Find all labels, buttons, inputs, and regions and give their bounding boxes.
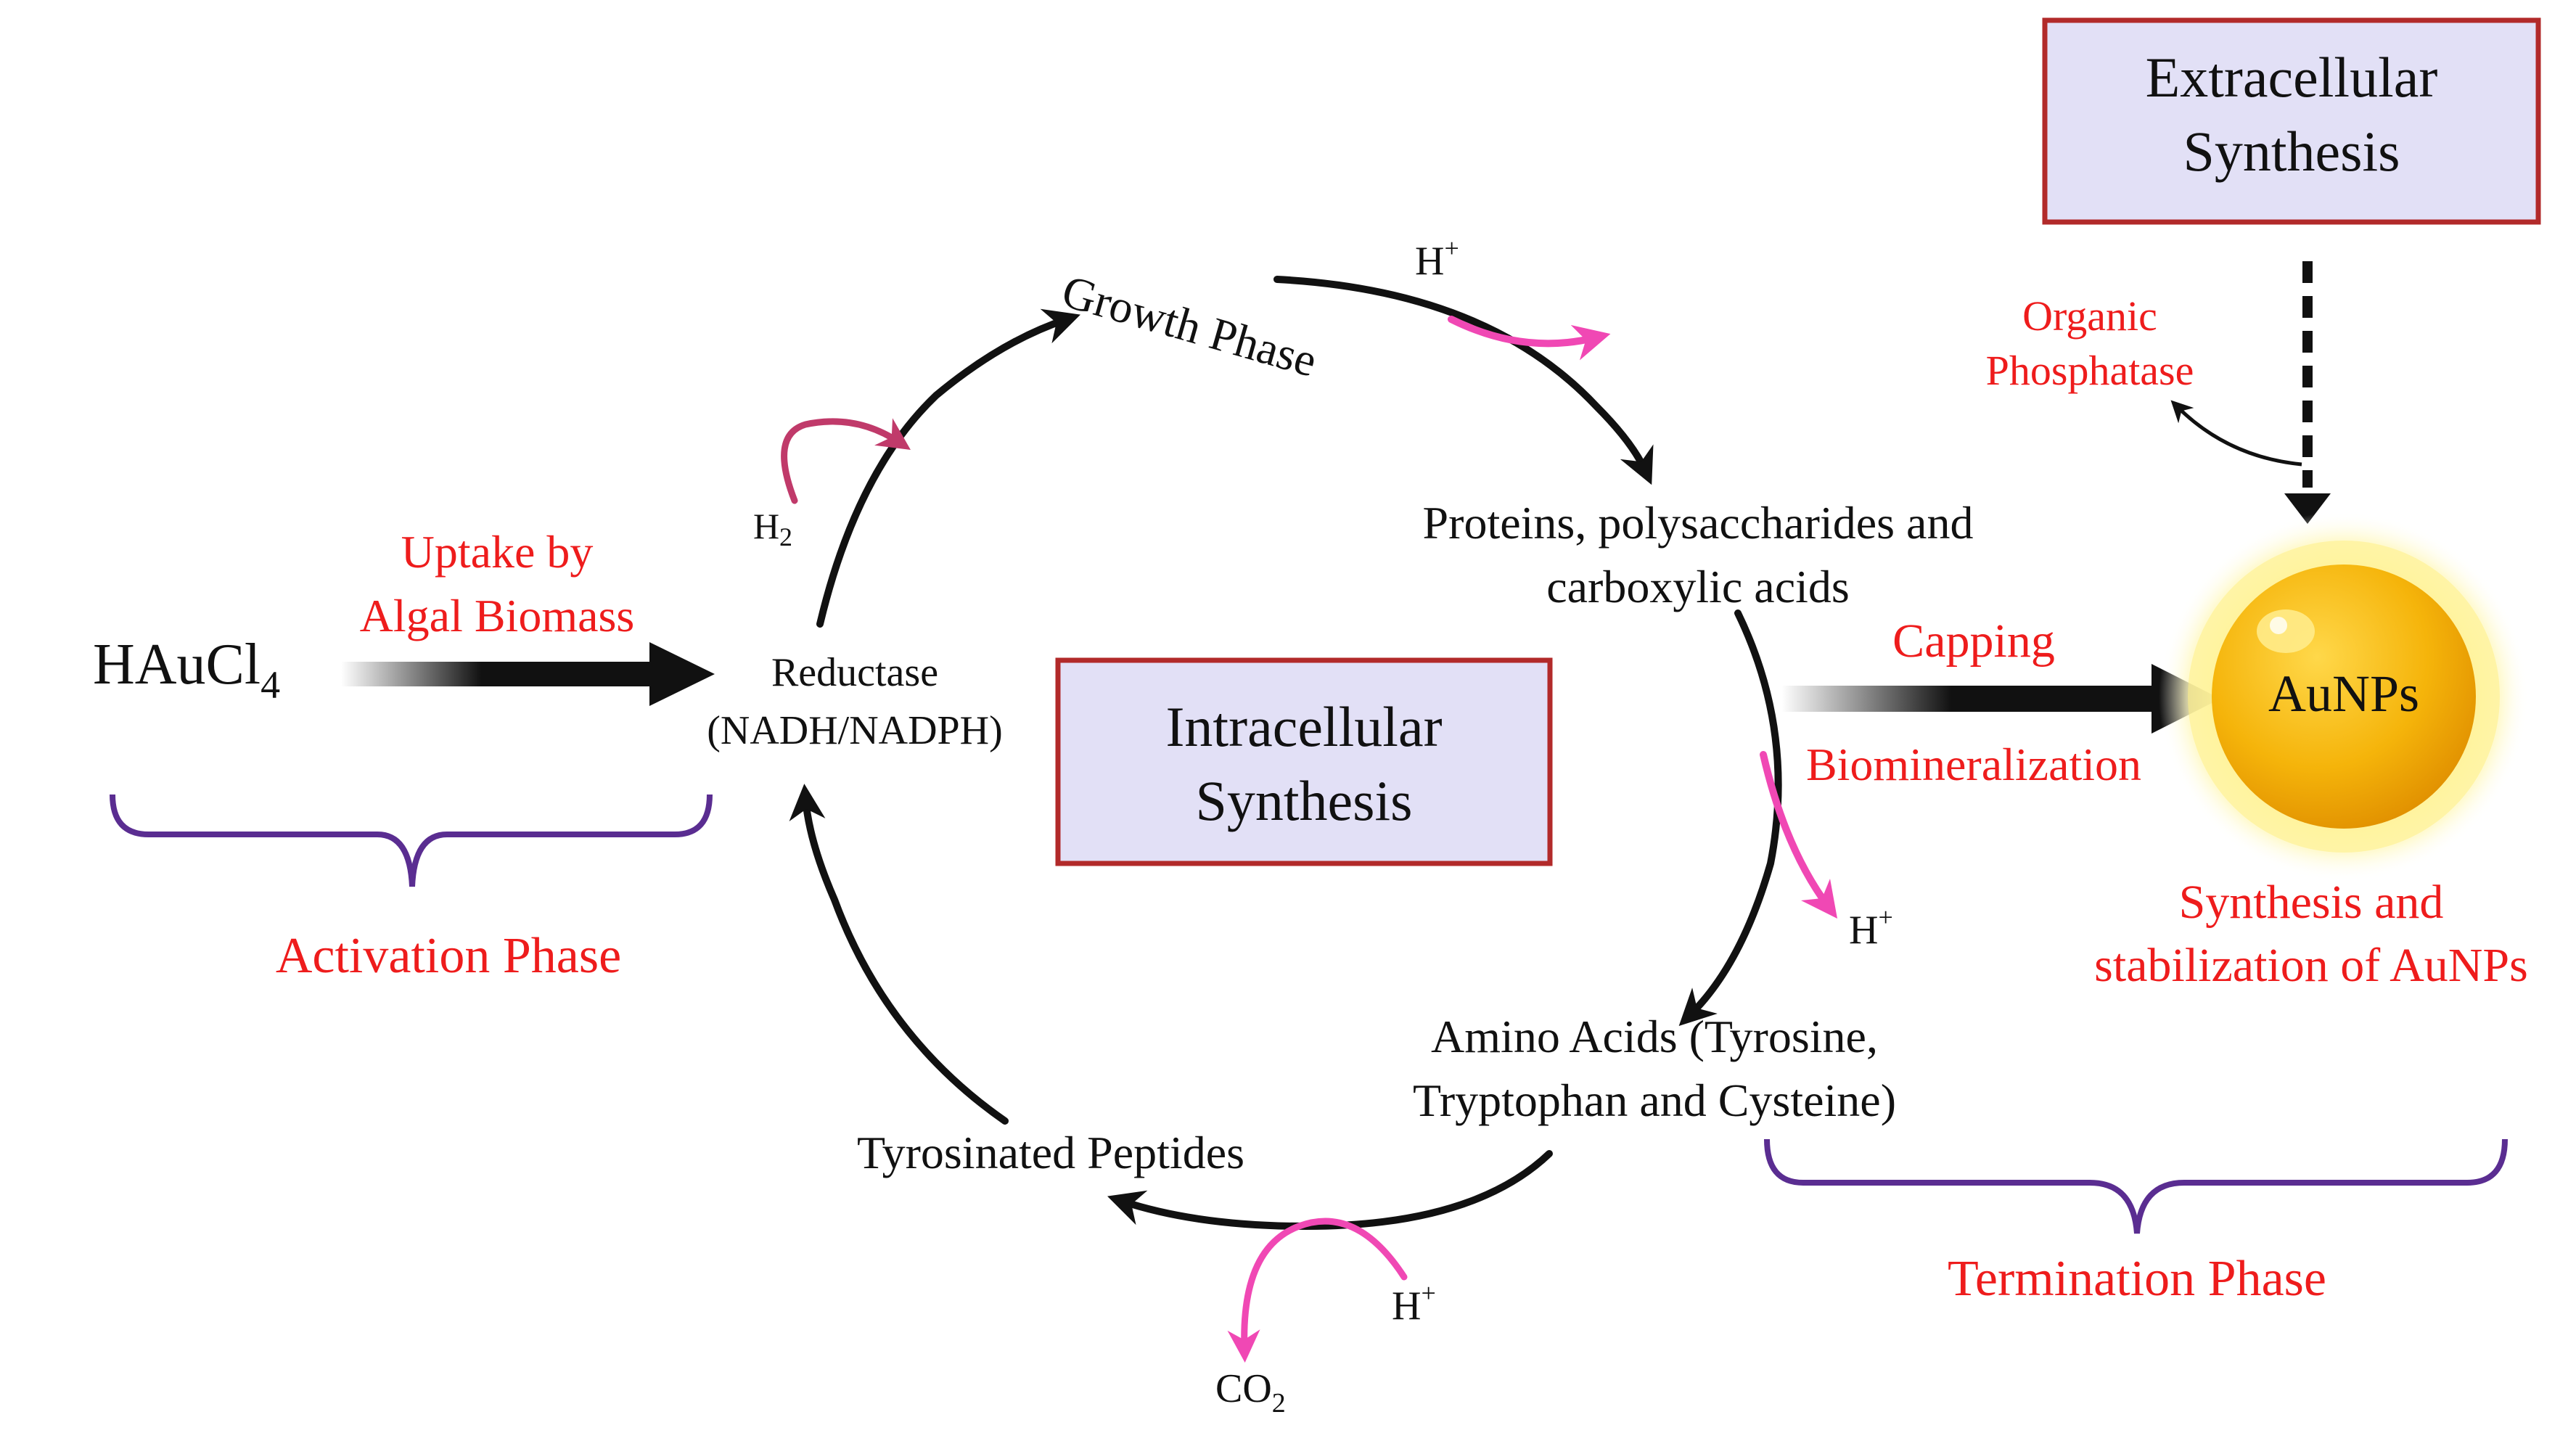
- capping-arrow: [1781, 664, 2220, 734]
- extracellular-arrowhead: [2284, 493, 2331, 524]
- reductase-line2: (NADH/NADPH): [707, 708, 1003, 753]
- cycle-arrow-amino-to-tyrosinated: [1107, 1150, 1553, 1231]
- proton-label-right: H+: [1849, 903, 1893, 953]
- proton-release-arrow-top: [1448, 316, 1611, 361]
- extracellular-synthesis-box: Extracellular Synthesis: [2042, 17, 2541, 225]
- activation-brace: [110, 794, 713, 887]
- phosphatase-arrow: [2170, 400, 2302, 467]
- cycle-arrow-proteins-to-amino: [1678, 609, 1782, 1026]
- activation-phase-label: Activation Phase: [276, 928, 621, 984]
- proton-label-bottom: H+: [1392, 1278, 1436, 1329]
- reductase-line1: Reductase: [771, 650, 938, 695]
- h2-label: H2: [753, 506, 792, 551]
- tyrosinated-peptides-label: Tyrosinated Peptides: [857, 1127, 1244, 1178]
- aunps-label: AuNPs: [2268, 665, 2419, 723]
- intracellular-line2: Synthesis: [1195, 769, 1412, 832]
- extracellular-line2: Synthesis: [2183, 120, 2400, 183]
- proton-release-arrow-right: [1760, 751, 1837, 919]
- aunps-sphere: [2159, 512, 2529, 882]
- cycle-arrow-growth-to-proteins: [1273, 276, 1654, 485]
- h2-arrow: [781, 418, 911, 504]
- biomineralization-label: Biomineralization: [1806, 739, 2141, 790]
- amino-acids-line1: Amino Acids (Tyrosine,: [1431, 1011, 1878, 1062]
- amino-acids-line2: Tryptophan and Cysteine): [1413, 1075, 1896, 1126]
- cycle-arrow-reductase-to-growth: [816, 308, 1080, 628]
- intracellular-line1: Intracellular: [1165, 695, 1442, 758]
- extracellular-line1: Extracellular: [2146, 46, 2438, 109]
- uptake-label-line1: Uptake by: [401, 526, 594, 578]
- organic-phosphatase-line1: Organic: [2022, 292, 2157, 340]
- capping-label: Capping: [1892, 615, 2055, 668]
- termination-phase-label: Termination Phase: [1948, 1251, 2326, 1307]
- proton-label-top: H+: [1415, 234, 1459, 284]
- intracellular-synthesis-box: Intracellular Synthesis: [1055, 657, 1553, 866]
- co2-release-arrow: [1227, 1218, 1408, 1363]
- precursor-label: HAuCl4: [93, 633, 280, 707]
- cycle-arrow-tyrosinated-to-reductase: [789, 784, 1009, 1125]
- proteins-line1: Proteins, polysaccharides and: [1423, 497, 1974, 549]
- proteins-line2: carboxylic acids: [1546, 561, 1850, 612]
- uptake-label-line2: Algal Biomass: [360, 590, 635, 641]
- co2-label: CO2: [1215, 1366, 1286, 1419]
- synthesis-stabilization-line2: stabilization of AuNPs: [2094, 939, 2528, 992]
- synthesis-stabilization-line1: Synthesis and: [2179, 876, 2444, 929]
- termination-brace: [1764, 1138, 2508, 1234]
- organic-phosphatase-line2: Phosphatase: [1986, 347, 2194, 394]
- uptake-arrow: [341, 642, 715, 706]
